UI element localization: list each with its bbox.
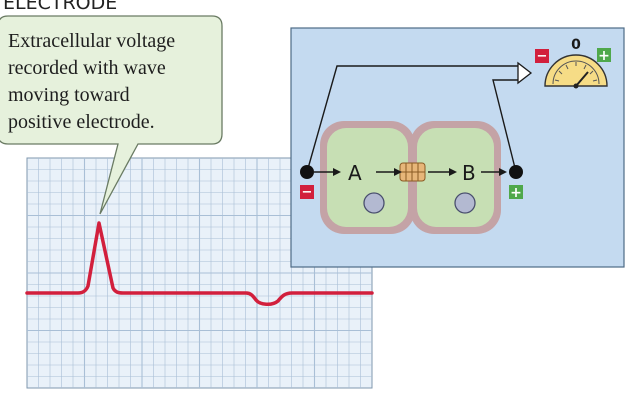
cell-b-cytoplasm: [417, 128, 494, 227]
electrode-wires: [306, 65, 519, 173]
callout-line-3: moving toward: [8, 84, 130, 106]
conduction-path: [314, 168, 507, 176]
gap-junction-icon: [399, 162, 426, 182]
wire-negative: [306, 65, 519, 173]
meter-negative-badge: −: [535, 49, 549, 64]
meter-negative-box: [535, 49, 549, 63]
arrowhead-to-a: [333, 168, 341, 176]
arrowhead-to-b: [449, 168, 457, 176]
cell-a-cytoplasm: [327, 128, 408, 227]
cell-label-b: B: [462, 161, 476, 185]
cell-b-nucleus: [454, 192, 476, 214]
amplifier-icon: [517, 61, 533, 85]
voltmeter-icon: [544, 54, 608, 89]
negative-electrode-badge: −: [300, 185, 314, 200]
meter-face: [544, 54, 608, 87]
negative-sign: −: [302, 185, 313, 200]
meter-pivot: [573, 83, 579, 89]
meter-negative-sign: −: [537, 49, 548, 64]
negative-electrode: [300, 165, 314, 179]
meter-ticks: [554, 62, 598, 82]
cell-a-nucleus: [363, 192, 385, 214]
header-text: ELECTRODE: [3, 0, 117, 14]
callout-text: Extracellular voltage recorded with wave…: [8, 30, 180, 133]
cell-a: [320, 121, 415, 234]
callout-shape: [0, 15, 223, 215]
callout-line-2: recorded with wave: [8, 57, 166, 79]
arrowhead-to-junction: [394, 168, 402, 176]
grid-lines: [27, 158, 372, 388]
positive-electrode: [509, 165, 523, 179]
meter-positive-sign: +: [598, 48, 610, 64]
meter-positive-box: [597, 48, 611, 62]
callout-bubble: Extracellular voltage recorded with wave…: [0, 15, 223, 215]
cell-b: [410, 121, 501, 234]
meter-needle: [575, 71, 589, 87]
positive-electrode-badge: +: [509, 185, 523, 201]
callout-line-1: Extracellular voltage: [8, 30, 175, 52]
meter-zero-label: 0: [571, 37, 581, 53]
callout-line-4: positive electrode.: [8, 111, 155, 133]
meter-positive-badge: +: [597, 48, 611, 64]
wire-positive: [492, 79, 519, 173]
ecg-trace: [25, 221, 374, 306]
arrowhead-to-positive: [499, 168, 507, 176]
positive-sign: +: [510, 185, 522, 201]
meter-scale: [552, 60, 600, 85]
positive-badge-box: [509, 185, 523, 199]
cell-label-a: A: [348, 161, 362, 185]
negative-badge-box: [300, 185, 314, 199]
